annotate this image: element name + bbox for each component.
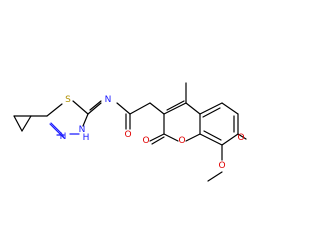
- bond: [221, 102, 239, 115]
- oxygen-atom: O: [178, 136, 185, 146]
- benzene-ring: [199, 102, 239, 146]
- bond: [13, 115, 23, 132]
- bond: [149, 133, 165, 142]
- cyclopropyl-group: [13, 115, 48, 132]
- bond: [21, 115, 32, 132]
- oxygen-atom: O: [218, 161, 225, 171]
- amide-carbonyl: [125, 102, 151, 130]
- pyranone-ring: [149, 100, 201, 145]
- molecule-canvas: S N N H N O O O O O: [13, 82, 247, 182]
- bond: [87, 102, 102, 115]
- hydrogen-atom: H: [83, 133, 90, 143]
- bond: [163, 102, 187, 115]
- bond: [82, 113, 89, 127]
- oxygen-atom: O: [142, 136, 149, 146]
- bond: [149, 102, 165, 115]
- bond: [129, 102, 151, 115]
- bond: [166, 100, 185, 111]
- bond: [72, 100, 89, 115]
- bond: [199, 133, 223, 146]
- nitrogen-atom: N: [60, 132, 67, 142]
- bond: [50, 122, 62, 134]
- oxygen-atom: O: [237, 133, 244, 143]
- bond: [207, 171, 223, 182]
- bond: [202, 107, 221, 118]
- bond: [185, 133, 201, 142]
- bond: [46, 103, 63, 117]
- methoxy-groups: [207, 133, 247, 182]
- bond: [89, 100, 102, 111]
- imine-linkage: [87, 100, 131, 115]
- molecule-structure: S N N H N O O O O O: [13, 82, 247, 182]
- bond: [116, 102, 131, 115]
- bond: [203, 130, 222, 141]
- bond: [221, 133, 239, 146]
- bond: [185, 102, 201, 115]
- bond: [237, 133, 247, 140]
- bond: [49, 123, 65, 139]
- nitrogen-atom: N: [105, 95, 112, 105]
- oxygen-atom: O: [124, 130, 131, 140]
- bond: [199, 102, 223, 115]
- nitrogen-atom: N: [79, 125, 86, 135]
- sulfur-atom: S: [65, 95, 71, 105]
- thiadiazole-ring: [46, 100, 89, 139]
- bond: [163, 133, 179, 142]
- bond: [151, 136, 165, 145]
